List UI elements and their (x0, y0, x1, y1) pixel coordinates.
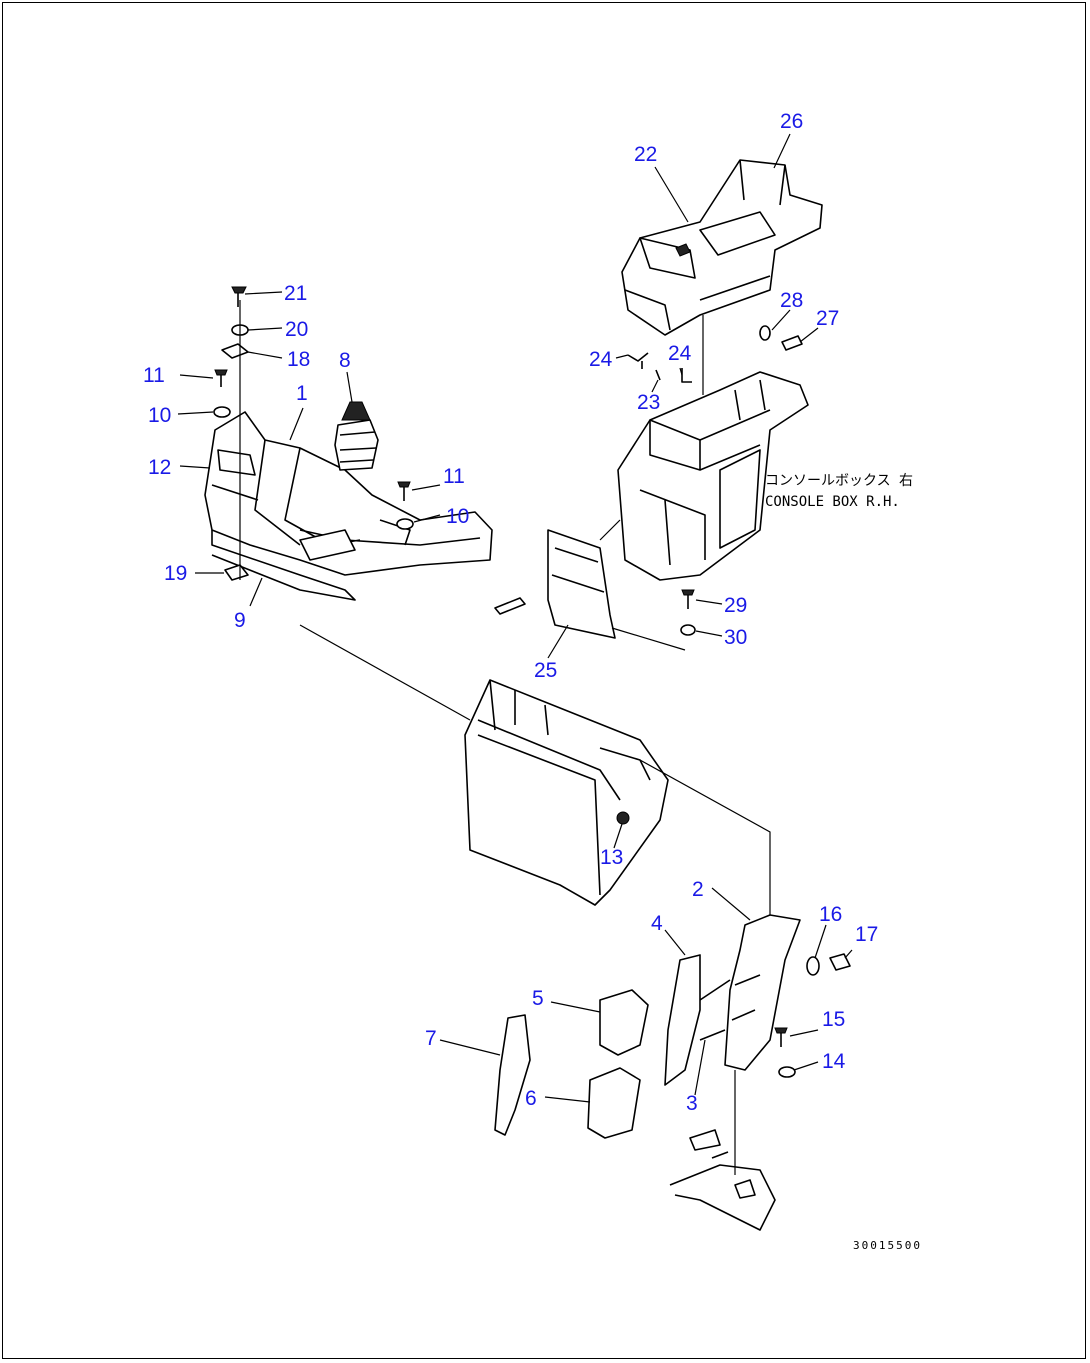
callout-23: 23 (637, 391, 660, 414)
callout-2: 2 (692, 878, 704, 901)
callout-10a: 10 (148, 404, 171, 427)
callout-1: 1 (296, 382, 308, 405)
callout-17: 17 (855, 923, 878, 946)
callout-19: 19 (164, 562, 187, 585)
floor-mount (669, 1129, 776, 1231)
callout-11b: 11 (443, 465, 465, 488)
callout-29: 29 (724, 594, 747, 617)
callout-24a: 24 (589, 348, 613, 371)
callout-8: 8 (339, 349, 351, 372)
callout-13: 13 (600, 846, 623, 869)
left-console (204, 401, 493, 601)
callout-20: 20 (285, 318, 308, 341)
callout-21: 21 (284, 282, 307, 305)
side-panel (547, 529, 616, 639)
callout-12: 12 (148, 456, 171, 479)
callout-30: 30 (724, 626, 747, 649)
callout-4: 4 (651, 912, 663, 935)
callout-11a: 11 (143, 364, 165, 387)
drawing-code: 30015500 (853, 1239, 922, 1252)
console-box-frame (617, 371, 809, 581)
callout-15: 15 (822, 1008, 845, 1031)
callout-24b: 24 (668, 342, 692, 365)
console-upper-cover (621, 159, 823, 336)
callout-26: 26 (780, 110, 803, 133)
callout-10b: 10 (446, 505, 469, 528)
callout-22: 22 (634, 143, 657, 166)
note-en: CONSOLE BOX R.H. (765, 494, 900, 510)
callout-18: 18 (287, 348, 310, 371)
note-jp: コンソールボックス 右 (765, 473, 913, 489)
callouts: 1 2 3 4 5 6 7 8 9 10 10 11 11 12 13 14 1… (143, 110, 878, 1115)
right-bracket (494, 914, 801, 1139)
leader-lines (177, 133, 853, 1103)
callout-3: 3 (686, 1092, 698, 1115)
callout-25: 25 (534, 659, 557, 682)
assembly-lines (239, 300, 771, 1175)
callout-6: 6 (525, 1087, 537, 1110)
callout-16: 16 (819, 903, 842, 926)
callout-9: 9 (234, 609, 246, 632)
callout-28: 28 (780, 289, 803, 312)
hardware (213, 286, 851, 1078)
callout-14: 14 (822, 1050, 846, 1073)
cab-console-base (464, 679, 669, 906)
callout-7: 7 (425, 1027, 437, 1050)
callout-5: 5 (532, 987, 544, 1010)
callout-27: 27 (816, 307, 839, 330)
